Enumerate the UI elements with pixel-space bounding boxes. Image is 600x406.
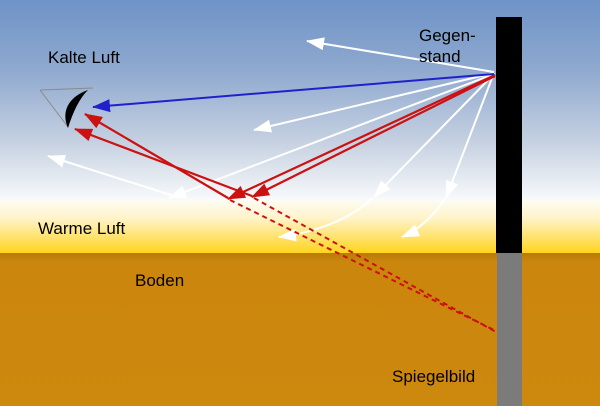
scattered-ray-shallow: [253, 72, 495, 133]
eye-icon: [39, 87, 94, 128]
label-object: Gegen- stand: [419, 25, 476, 67]
label-ground: Boden: [135, 271, 185, 290]
transmitted-ray-2-in: [445, 72, 495, 199]
label-cold-air: Kalte Luft: [48, 48, 120, 67]
object-bar: [496, 17, 522, 253]
scattered-ray-up-left: [306, 37, 495, 73]
label-warm-air: Warme Luft: [38, 219, 126, 238]
label-object-line1: Gegen-: [419, 26, 476, 45]
label-mirror-image: Spiegelbild: [392, 367, 476, 386]
red-ray-1-to-eye: [84, 113, 229, 199]
mirror-image-bar: [497, 253, 522, 406]
transmitted-ray-2-curve: [401, 198, 446, 238]
transmitted-ray-1-curve: [278, 197, 374, 242]
scattered-rays-white: [47, 37, 495, 242]
scattered-ray-to-layer: [168, 73, 495, 199]
virtual-ray-dashed-2: [253, 197, 497, 333]
label-object-line2: stand: [419, 47, 461, 66]
transmitted-ray-1-in: [373, 73, 495, 198]
red-ray-2-to-eye: [74, 127, 253, 198]
direct-ray-blue: [92, 73, 495, 113]
view-cone-line-bottom: [39, 89, 69, 128]
virtual-ray-dashed-1: [229, 199, 497, 332]
eye-crescent: [65, 90, 88, 128]
mirage-rays-red: [74, 74, 497, 333]
view-cone-line-top: [39, 87, 94, 91]
red-ray-1-incoming: [227, 74, 496, 200]
reflected-ray-white: [47, 154, 175, 197]
red-ray-2-incoming: [251, 75, 496, 198]
